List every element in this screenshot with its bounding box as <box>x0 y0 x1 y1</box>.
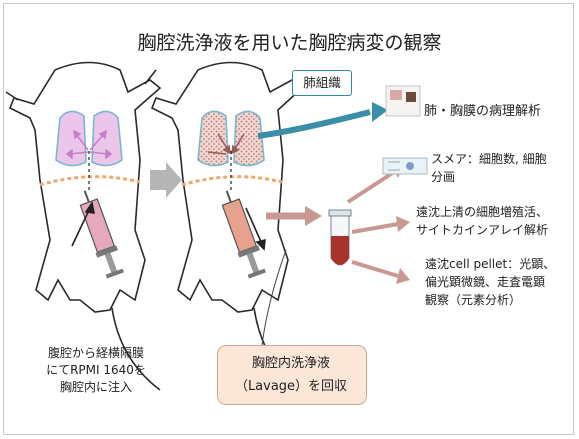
result-smear-line1: スメア：細胞数, 細胞 <box>431 152 547 166</box>
test-tube-icon <box>328 209 352 266</box>
lavage-note-line1: 胸腔内洗浄液 <box>251 356 330 371</box>
mouse1-push-arrow <box>71 200 96 247</box>
mouse2-fluid-arrows <box>207 133 245 155</box>
process-arrow <box>150 162 182 198</box>
mouse2-diaphragm <box>181 175 283 187</box>
mouse2-lung-right <box>233 110 265 167</box>
mouse2-pull-arrow <box>245 207 266 251</box>
pellet-arrow <box>351 260 410 284</box>
injection-note-line2: にてRPMI 1640を <box>46 363 146 377</box>
result-pathology: 肺・胸膜の病理解析 <box>424 104 542 119</box>
mouse1-fluid-arrows <box>65 129 113 160</box>
result-pellet-line1: 遠沈cell pellet：光顕、 <box>425 257 556 271</box>
lung-tissue-label: 肺組織 <box>292 70 352 96</box>
slide-frame <box>3 3 574 435</box>
lavage-pointer <box>261 249 287 346</box>
lavage-note-line2: （Lavage）を回収 <box>234 379 348 394</box>
result-supernatant-line1: 遠沈上清の細胞増殖活、 <box>416 205 549 219</box>
result-pellet-line3: 観察（元素分析） <box>425 293 522 307</box>
collection-arrow <box>266 206 322 226</box>
mouse-injection <box>5 61 162 391</box>
result-pellet-line2: 偏光顕微鏡、走査電顕 <box>425 275 546 289</box>
mouse1-lung-left <box>55 110 87 167</box>
smear-slide-image <box>382 157 428 175</box>
supernatant-arrow <box>351 216 410 234</box>
pathology-slide-image <box>385 85 421 117</box>
injection-note-line1: 腹腔から経横隔膜 <box>47 346 144 360</box>
mouse1-lung-right <box>91 110 123 167</box>
mouse1-diaphragm <box>39 175 141 187</box>
injection-note-line3: 胸腔内に注入 <box>59 380 132 394</box>
result-smear-line2: 分画 <box>431 170 456 184</box>
lung-tissue-arrow <box>257 102 388 139</box>
lavage-callout <box>217 345 367 405</box>
mouse2-syringe <box>221 190 266 279</box>
mouse-lavage <box>150 61 304 393</box>
mouse2-lung-left <box>197 110 229 167</box>
result-supernatant-line2: サイトカインアレイ解析 <box>416 223 549 237</box>
diagram-title: 胸腔洗浄液を用いた胸腔病変の観察 <box>137 32 442 54</box>
